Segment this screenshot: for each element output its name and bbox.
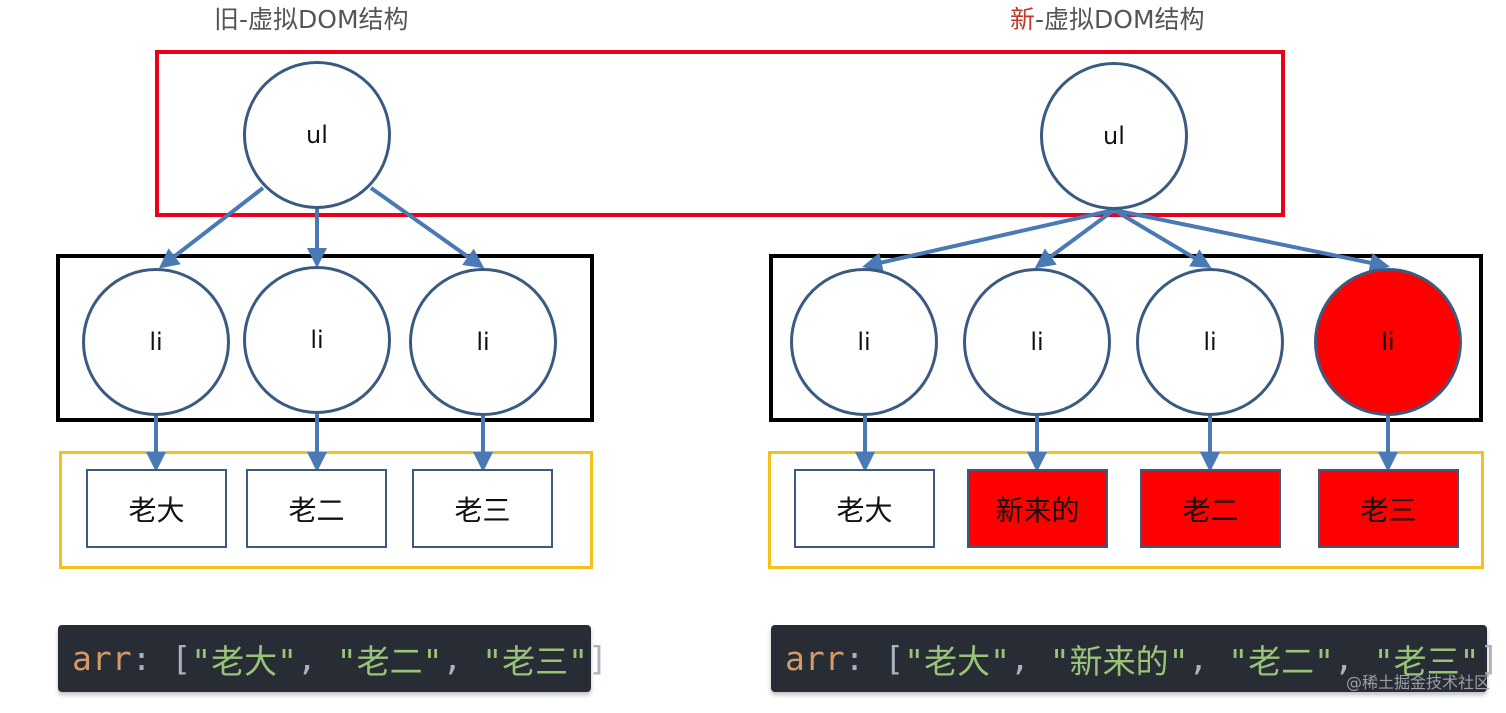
new-code-sep-2: , [1188,639,1229,678]
new-code-sep-1: , [1009,639,1050,678]
new-code-close: ] [1479,639,1500,678]
edge-new-ul-li1 [862,208,1115,273]
old-code-close: ] [587,639,608,678]
old-item-1: 老大 [86,469,227,548]
edge-old-ul-li3 [369,186,485,269]
new-code-value-1: "老大" [904,641,1010,681]
new-item-1: 老大 [794,469,935,548]
edge-old-ul-li1 [158,186,265,269]
old-code-colon: : [131,639,152,678]
old-title-prefix: 旧 [214,5,240,34]
new-item-4-changed: 老三 [1318,469,1459,548]
new-tree-title: 新-虚拟DOM结构 [1010,2,1205,38]
new-array-code: arr: ["老大", "新来的", "老二", "老三"] [771,625,1499,692]
old-item-3: 老三 [412,469,553,548]
old-code-value-3: "老三" [482,641,588,681]
edge-new-ul-li2 [1034,208,1116,269]
new-child-node-3: li [1136,268,1284,416]
new-item-2-changed: 新来的 [967,469,1108,548]
new-child-node-4-added: li [1314,268,1462,416]
old-code-value-1: "老大" [191,641,297,681]
old-child-node-3: li [409,268,557,416]
old-root-node: ul [243,61,391,209]
new-code-value-3: "老二" [1228,641,1334,681]
root-level-frame [155,50,1285,217]
new-code-open: [ [864,639,905,678]
new-root-node: ul [1040,62,1188,210]
old-code-value-2: "老二" [336,641,443,681]
old-item-2: 老二 [246,469,387,548]
old-tree-title: 旧-虚拟DOM结构 [214,2,409,38]
new-child-node-1: li [790,268,938,416]
new-code-sep-3: , [1333,639,1374,678]
old-child-node-1: li [82,268,230,416]
edge-new-ul-li4 [1113,208,1390,273]
old-code-open: [ [151,639,192,678]
old-array-code: arr: ["老大", "老二", "老三"] [58,625,608,692]
old-code-sep-1: , [296,639,337,678]
edge-new-ul-li3 [1112,208,1212,269]
new-code-key: arr [785,639,845,678]
new-child-node-2: li [963,268,1111,416]
new-code-value-4: "老三" [1373,641,1480,681]
new-children-frame [769,254,1483,422]
new-title-suffix: -虚拟DOM结构 [1035,5,1205,34]
new-title-prefix: 新 [1010,5,1036,34]
new-items-frame [768,451,1484,569]
old-child-node-2: li [243,266,391,414]
old-code-key: arr [72,639,132,678]
new-code-value-2: "新来的" [1049,641,1189,681]
new-item-3-changed: 老二 [1140,469,1281,548]
watermark: @稀土掘金技术社区 [1345,673,1490,692]
old-code-sep-2: , [442,639,483,678]
new-code-colon: : [844,639,865,678]
old-title-suffix: -虚拟DOM结构 [239,5,409,34]
